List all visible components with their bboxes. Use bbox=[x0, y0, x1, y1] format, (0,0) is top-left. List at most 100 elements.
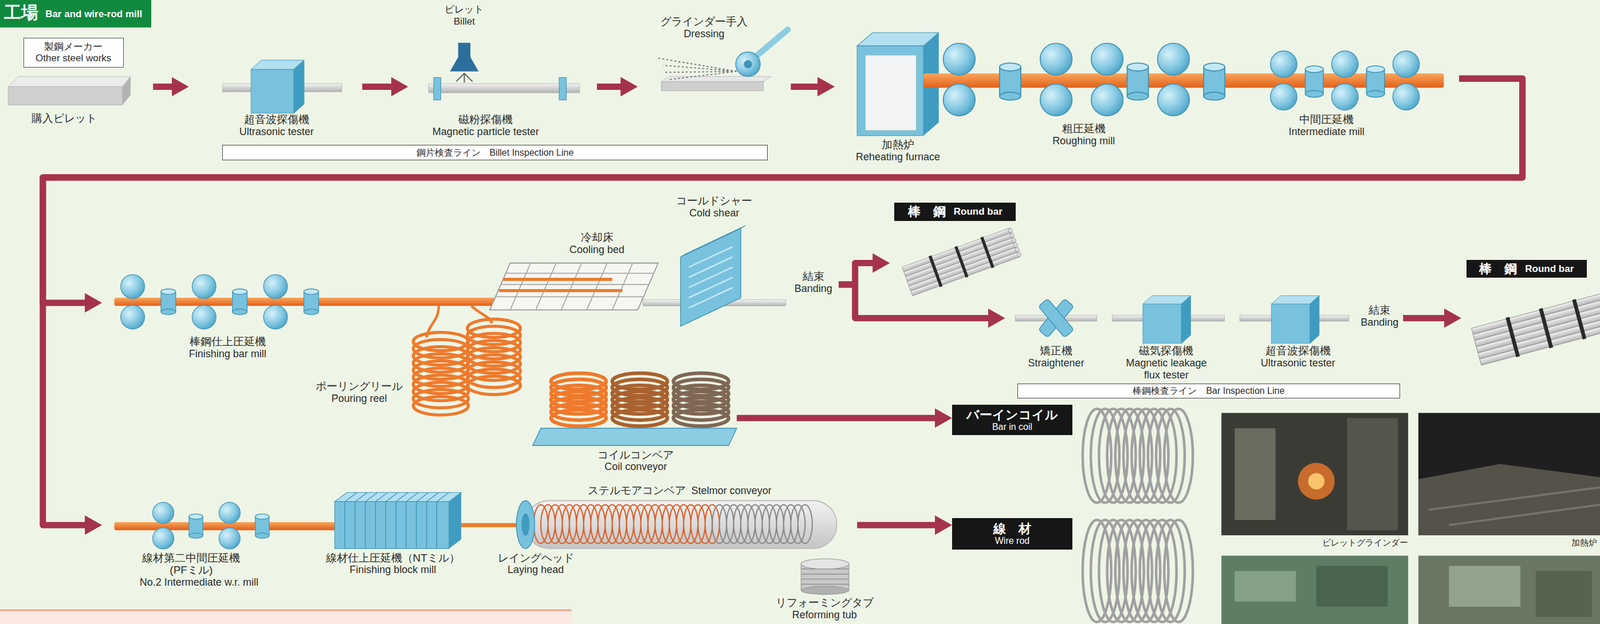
straightener-drawing bbox=[1038, 299, 1075, 338]
finishing-bar-mill-drawing bbox=[160, 289, 176, 316]
pouring-reel-drawing bbox=[413, 305, 521, 416]
dressing-grinder: グラインダー手入Dressing bbox=[637, 14, 791, 102]
text-group: 製鋼メーカーOther steel works bbox=[35, 41, 112, 64]
bar-tester-drawing bbox=[1142, 296, 1191, 344]
finishing-bar-mill-drawing bbox=[120, 305, 145, 330]
equipment-name-en: Wire rod bbox=[993, 536, 1032, 547]
text-group: 棒 鋼Round bar bbox=[1466, 260, 1587, 278]
text-group: 超音波探傷機Ultrasonic tester bbox=[1260, 344, 1336, 370]
equipment-name-en: Banding bbox=[1360, 316, 1399, 329]
photo bbox=[1418, 556, 1600, 624]
stelmor-conveyor: ステルモアコンベアStelmor conveyor bbox=[581, 483, 857, 552]
roughing-intermediate-mill-drawing bbox=[1331, 83, 1359, 110]
wire-rod-mill-drawing bbox=[218, 528, 241, 550]
equipment-name: ステルモアコンベア bbox=[587, 484, 686, 498]
equipment-name-en: Pouring reel bbox=[315, 392, 403, 406]
billet-drawing bbox=[8, 86, 123, 105]
equipment-name-en: Intermediate mill bbox=[1288, 126, 1365, 139]
stelmor-conveyor-drawing bbox=[521, 513, 530, 537]
equipment-name: 超音波探傷機 bbox=[1260, 344, 1336, 358]
text-group: リフォーミングタブReforming tub bbox=[775, 596, 874, 622]
billet-drawing bbox=[8, 76, 131, 88]
finishing-bar-mill-drawing bbox=[191, 274, 216, 300]
equipment-name-en: Other steel works bbox=[35, 52, 112, 65]
equipment-name-en: Finishing block mill bbox=[325, 564, 461, 577]
banding-station: 結束Banding bbox=[787, 269, 839, 298]
text-group: ステルモアコンベアStelmor conveyor bbox=[587, 484, 772, 498]
ultrasonic-tester-drawing bbox=[250, 60, 305, 114]
section-title: 工場 bbox=[4, 2, 39, 23]
magnetic-tester-drawing bbox=[450, 42, 479, 72]
wire-rod-mill-drawing bbox=[189, 514, 203, 539]
finishing-bar-mill: 棒鋼仕上圧延機Finishing bar mill bbox=[101, 267, 342, 364]
reforming-tub-drawing bbox=[800, 569, 849, 585]
laying-head: レイングヘッドLaying head bbox=[495, 515, 579, 582]
equipment-name: グラインダー手入 bbox=[660, 15, 748, 29]
equipment-name: 棒鋼仕上圧延機 bbox=[189, 335, 267, 349]
cooling-bed-drawing bbox=[498, 279, 623, 292]
cooling-bed: 冷却床Cooling bed bbox=[487, 230, 658, 313]
equipment-name: 棒 鋼 bbox=[907, 204, 946, 219]
photo bbox=[1221, 413, 1600, 624]
cold-shear-drawing bbox=[688, 246, 733, 309]
coil-conveyor-drawing bbox=[673, 373, 729, 427]
reforming-tub-drawing bbox=[800, 586, 849, 595]
flow-arrow bbox=[42, 78, 1523, 304]
magnetic-tester-drawing bbox=[428, 83, 580, 93]
stelmor-conveyor-drawing bbox=[525, 500, 837, 549]
photo bbox=[1316, 565, 1389, 607]
roughing-intermediate-mill-drawing bbox=[1157, 43, 1190, 76]
roughing-intermediate-mill-drawing bbox=[1091, 43, 1124, 76]
reforming-tub-drawing bbox=[800, 559, 849, 570]
photo bbox=[1221, 556, 1409, 624]
grinder-drawing bbox=[661, 81, 764, 91]
equipment-name-en: Round bar bbox=[1524, 263, 1574, 275]
product-coil-drawing bbox=[1082, 520, 1193, 623]
coil-conveyor: コイルコンベアCoil conveyor bbox=[530, 369, 737, 476]
equipment-name: 線 材 bbox=[993, 521, 1032, 537]
equipment-name: 磁粉探傷機 bbox=[432, 113, 540, 127]
text-group: 線 材Wire rod bbox=[993, 521, 1032, 548]
text-group: 棒 鋼Round bar bbox=[894, 202, 1016, 221]
flow-arrow bbox=[152, 83, 178, 90]
straightener: 矯正機Straightener bbox=[1005, 296, 1098, 371]
roughing-mill: 粗圧延機Roughing mill bbox=[944, 40, 1236, 148]
text-group: グラインダー手入Dressing bbox=[660, 15, 748, 41]
photo bbox=[1428, 487, 1600, 526]
equipment-name-en: No.2 Intermediate w.r. mill bbox=[139, 576, 259, 589]
equipment-name-en: Cooling bed bbox=[569, 244, 625, 257]
finishing-bar-mill-drawing bbox=[303, 289, 319, 316]
stelmor-conveyor-drawing bbox=[516, 500, 837, 549]
reforming-tub-drawing bbox=[800, 559, 849, 595]
text-group: コールドシャーCold shear bbox=[675, 194, 753, 220]
cold-shear-drawing bbox=[680, 225, 746, 327]
round-bar-bundle bbox=[1471, 289, 1600, 367]
roughing-intermediate-mill-drawing bbox=[1203, 63, 1225, 101]
text-group: 線材第二中間圧延機 (PFミル)No.2 Intermediate w.r. m… bbox=[139, 552, 259, 589]
finishing-bar-mill-drawing bbox=[232, 289, 248, 316]
text-group: 棒鋼検査ライン Bar Inspection Line bbox=[1132, 385, 1285, 397]
part-label: Billet bbox=[453, 16, 475, 28]
equipment-name: 粗圧延機 bbox=[1052, 122, 1115, 136]
equipment-name: ポーリングリール bbox=[315, 380, 403, 393]
flow-arrow bbox=[1402, 315, 1450, 322]
finishing-bar-mill-drawing bbox=[191, 305, 216, 330]
straightener-drawing bbox=[1015, 299, 1098, 338]
intermediate-mill: 中間圧延機Intermediate mill bbox=[1255, 40, 1460, 141]
equipment-name: 矯正機 bbox=[1028, 344, 1085, 358]
text-group: 購入ビレット bbox=[31, 112, 97, 125]
flow-arrow bbox=[856, 522, 941, 529]
equipment-name-en: Magnetic leakage flux tester bbox=[1118, 357, 1214, 381]
wire-rod-mill-drawing bbox=[449, 492, 462, 549]
equipment-name-en: Dressing bbox=[660, 28, 748, 41]
wire-rod-mill-drawing bbox=[344, 492, 450, 549]
equipment-name: コイルコンベア bbox=[597, 449, 674, 462]
photo bbox=[1418, 413, 1600, 536]
wire-rod-mill-drawing bbox=[334, 501, 450, 549]
product-label: 棒 鋼Round bar bbox=[889, 201, 1018, 297]
equipment-name: 中間圧延機 bbox=[1288, 113, 1365, 127]
finishing-bar-mill-drawing bbox=[263, 274, 288, 300]
part-label: ビレット bbox=[444, 4, 484, 16]
text-group: レイングヘッドLaying head bbox=[497, 552, 575, 577]
